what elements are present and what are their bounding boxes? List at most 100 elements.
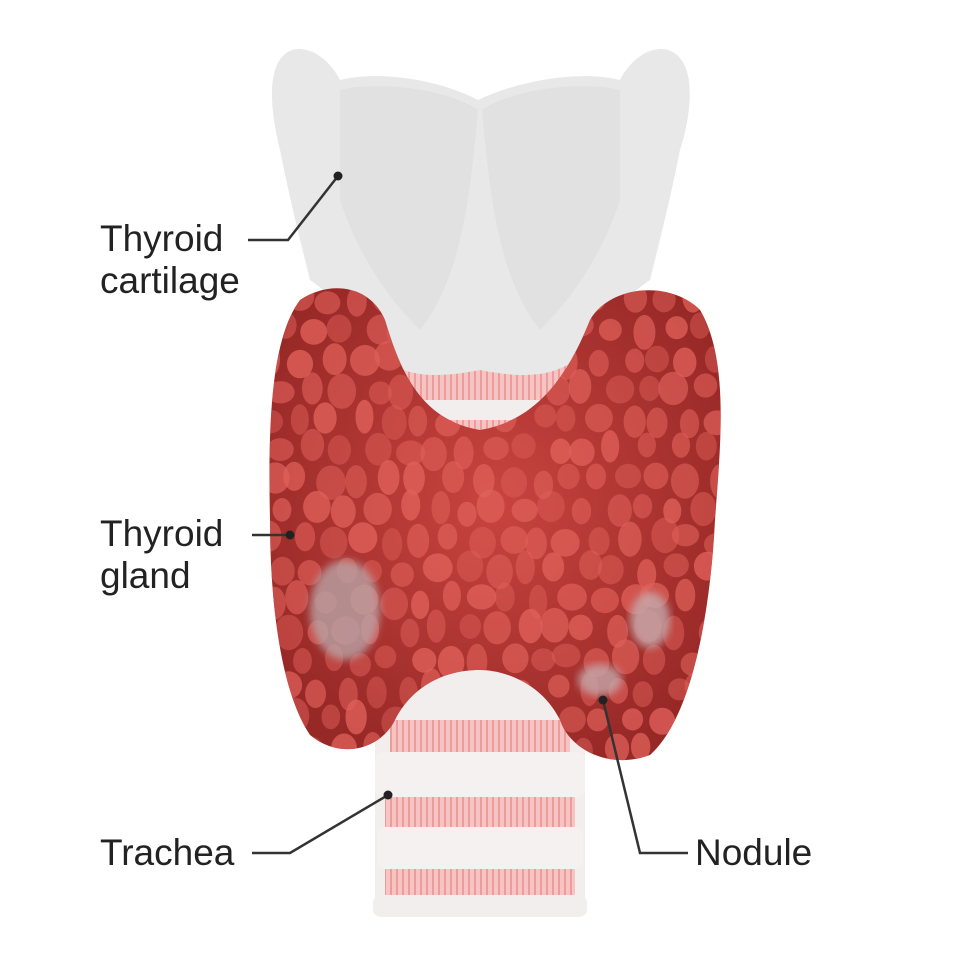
lobule <box>297 559 322 586</box>
lobule <box>639 375 661 402</box>
lobule <box>542 552 565 582</box>
lobule <box>269 288 280 314</box>
lobule <box>579 550 603 580</box>
lobule <box>607 614 628 648</box>
lobule <box>401 489 421 521</box>
lobule <box>494 582 515 612</box>
lobule <box>720 372 721 403</box>
leader-dots <box>285 171 608 800</box>
lobule <box>525 527 547 560</box>
lobule <box>643 462 669 490</box>
lobule <box>670 463 699 499</box>
label-trachea: Trachea <box>100 832 235 873</box>
lobule <box>605 375 635 404</box>
lobule <box>571 498 592 525</box>
lobule <box>348 522 378 554</box>
lobule <box>420 436 447 472</box>
lobule <box>623 405 646 438</box>
lobule <box>368 381 392 405</box>
lobule <box>269 341 281 377</box>
lobule <box>646 407 668 439</box>
lobule <box>601 430 620 463</box>
lobule <box>319 526 348 559</box>
lobule <box>466 584 497 610</box>
nodule-left <box>310 560 380 660</box>
lobule <box>366 676 387 709</box>
lobule <box>550 438 572 464</box>
lobule <box>537 490 565 523</box>
lobule <box>269 586 286 620</box>
lobule <box>500 526 529 554</box>
lobule <box>285 580 309 615</box>
lobule <box>568 368 592 404</box>
lobule <box>274 311 297 339</box>
lobule <box>408 405 428 437</box>
lobule <box>400 618 420 648</box>
lobule <box>559 706 586 733</box>
lobule <box>614 463 642 489</box>
lobule <box>649 707 676 735</box>
lobule <box>272 497 292 522</box>
label-line: gland <box>100 555 191 596</box>
lobule <box>604 733 630 761</box>
lobule <box>598 318 622 341</box>
lobule <box>377 460 400 495</box>
lobule <box>557 583 587 611</box>
lobule <box>568 614 593 641</box>
lobule <box>585 463 607 490</box>
thyroid-cartilage <box>271 49 690 376</box>
lobule <box>301 736 325 761</box>
lobule <box>547 674 570 698</box>
lobule <box>437 523 458 550</box>
lobule <box>380 587 409 621</box>
lobule <box>269 638 280 672</box>
lobule <box>502 643 529 674</box>
lobule <box>286 349 314 379</box>
lobule <box>642 644 666 675</box>
lobule <box>710 650 721 680</box>
lobule <box>269 409 283 434</box>
lobule <box>637 558 657 590</box>
lobule <box>437 645 465 680</box>
lobule <box>607 494 632 527</box>
lobule <box>618 521 642 557</box>
lobule <box>663 553 689 578</box>
lobule <box>550 528 580 557</box>
lobule <box>300 428 325 462</box>
lobule <box>316 465 346 500</box>
lobule <box>663 498 682 524</box>
lobule <box>588 349 609 377</box>
lobule <box>597 555 624 585</box>
lobule <box>675 578 696 612</box>
lobule <box>693 736 717 761</box>
lobule <box>290 404 309 435</box>
lobule <box>365 432 392 466</box>
lobule <box>557 463 580 490</box>
lobule <box>390 562 414 587</box>
lobule <box>590 587 619 614</box>
lobule <box>274 614 304 651</box>
lobule <box>710 701 721 730</box>
lobule <box>632 681 653 708</box>
lobule <box>322 343 347 376</box>
lobule <box>725 737 745 764</box>
lobule <box>453 436 474 470</box>
lobule <box>585 403 613 433</box>
lobule <box>457 501 477 527</box>
lobule <box>345 699 367 735</box>
lobule <box>331 733 357 761</box>
lobule <box>711 288 721 321</box>
lobule <box>708 582 721 615</box>
lobule <box>690 491 717 527</box>
lobule <box>279 741 299 761</box>
lobule <box>671 432 691 458</box>
lobule <box>500 467 528 498</box>
lobule <box>644 345 670 373</box>
lobule <box>586 708 609 732</box>
lobule <box>486 554 513 590</box>
lobule <box>483 611 511 645</box>
lobule <box>294 522 316 552</box>
label-line: Thyroid <box>100 218 224 259</box>
lobule <box>534 404 557 428</box>
lobule <box>269 708 281 736</box>
